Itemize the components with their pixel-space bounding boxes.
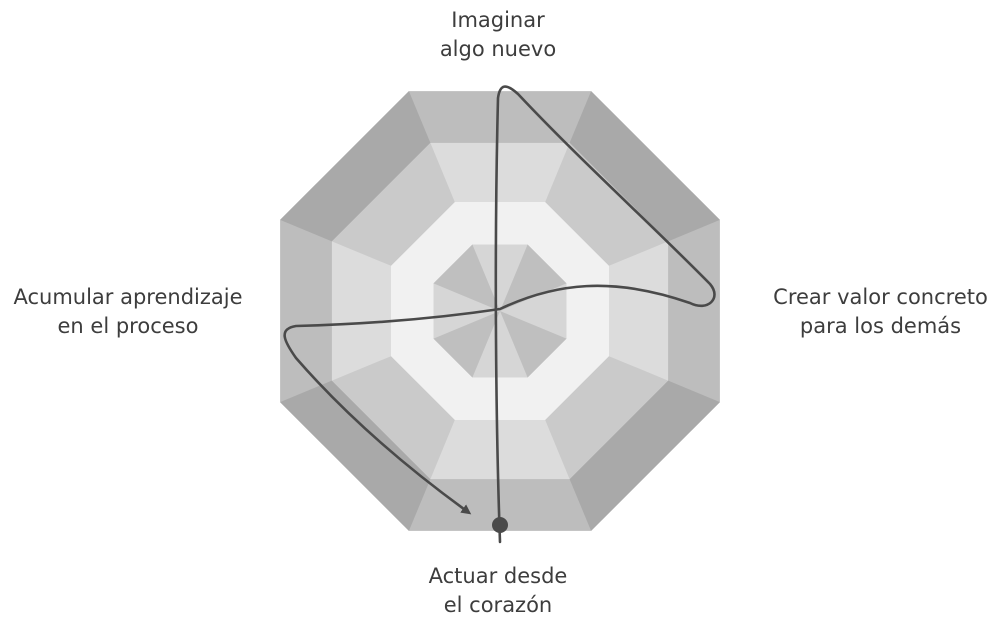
start-dot <box>492 517 508 533</box>
label-imaginar-line1: Imaginar <box>398 6 598 35</box>
label-acumular: Acumular aprendizaje en el proceso <box>0 283 256 341</box>
label-crear-valor-line1: Crear valor concreto <box>764 283 997 312</box>
label-imaginar-line2: algo nuevo <box>398 35 598 64</box>
label-crear-valor-line2: para los demás <box>764 312 997 341</box>
octagon-rings <box>280 91 720 531</box>
label-actuar-line1: Actuar desde <box>398 562 598 591</box>
label-imaginar: Imaginar algo nuevo <box>398 6 598 64</box>
label-actuar: Actuar desde el corazón <box>398 562 598 620</box>
label-acumular-line2: en el proceso <box>0 312 256 341</box>
label-crear-valor: Crear valor concreto para los demás <box>764 283 997 341</box>
label-actuar-line2: el corazón <box>398 591 598 620</box>
label-acumular-line1: Acumular aprendizaje <box>0 283 256 312</box>
